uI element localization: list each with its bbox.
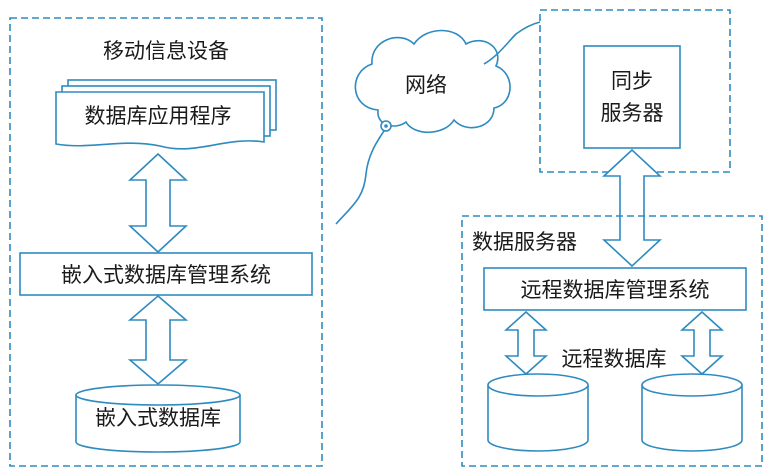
network-cloud bbox=[354, 29, 511, 133]
data-server-group bbox=[461, 215, 763, 467]
app-program-label: 数据库应用程序 bbox=[85, 104, 232, 128]
mobile-device-group bbox=[9, 17, 323, 467]
embedded-database-cylinder bbox=[75, 384, 241, 453]
network-sync-link bbox=[483, 21, 541, 65]
remote-dbms-label: 远程数据库管理系统 bbox=[521, 278, 710, 302]
embedded-dbms-box bbox=[19, 252, 313, 296]
app-dbms-double-arrow bbox=[127, 152, 189, 254]
sync-server-box bbox=[583, 45, 681, 149]
device-network-link bbox=[335, 130, 385, 225]
remote-database-cylinder-left bbox=[487, 373, 589, 452]
sync-server-label-line1: 同步 bbox=[611, 69, 653, 93]
embedded-dbms-label: 嵌入式数据库管理系统 bbox=[61, 263, 271, 287]
remote-db-left-double-arrow bbox=[503, 310, 549, 376]
app-program-stack bbox=[55, 79, 277, 150]
remote-dbms-box bbox=[483, 267, 747, 311]
remote-database-cylinder-right bbox=[641, 373, 743, 452]
data-server-title: 数据服务器 bbox=[472, 230, 577, 254]
embedded-db-label: 嵌入式数据库 bbox=[95, 406, 221, 430]
network-label: 网络 bbox=[405, 73, 447, 97]
sync-server-label-line2: 服务器 bbox=[601, 101, 664, 125]
sync-remote-double-arrow bbox=[601, 148, 663, 268]
dbms-db-double-arrow bbox=[127, 294, 189, 386]
mobile-device-title: 移动信息设备 bbox=[103, 39, 229, 63]
remote-db-right-double-arrow bbox=[679, 310, 725, 376]
remote-db-label: 远程数据库 bbox=[562, 347, 667, 371]
